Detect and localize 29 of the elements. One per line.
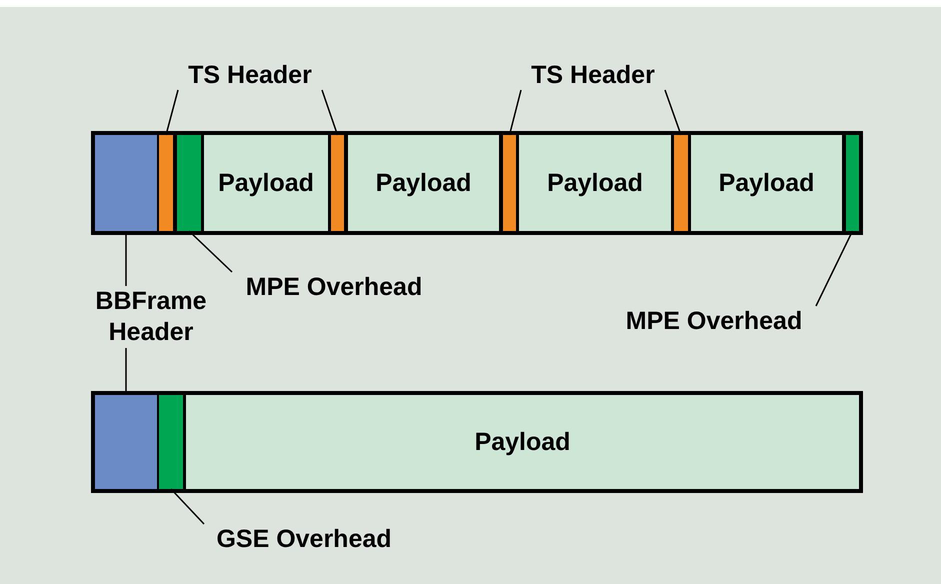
callout-label: TS Header (172, 60, 328, 90)
leader-line (165, 90, 179, 136)
leader-line (815, 230, 854, 306)
header-segment (95, 395, 157, 489)
header-segment (674, 135, 688, 231)
header-segment (177, 135, 201, 231)
callout-label: MPE Overhead (226, 272, 442, 302)
leader-line (664, 90, 682, 136)
frame-bar (91, 131, 863, 235)
payload-segment: Payload (348, 135, 499, 231)
callout-label: GSE Overhead (198, 524, 410, 554)
payload-segment: Payload (519, 135, 671, 231)
payload-segment: Payload (186, 395, 859, 489)
header-segment (159, 395, 183, 489)
leader-line (508, 90, 522, 136)
leader-line (321, 90, 338, 136)
callout-label: TS Header (515, 60, 671, 90)
frame-bar (91, 391, 863, 493)
header-segment (503, 135, 516, 231)
header-segment (95, 135, 157, 231)
header-segment (331, 135, 344, 231)
header-segment (846, 135, 859, 231)
leader-line (170, 488, 205, 525)
callout-label: BBFrame Header (84, 286, 218, 348)
leader-line (188, 230, 233, 273)
callout-label: MPE Overhead (606, 306, 822, 336)
header-segment (159, 135, 173, 231)
payload-segment: Payload (691, 135, 842, 231)
payload-segment: Payload (204, 135, 328, 231)
